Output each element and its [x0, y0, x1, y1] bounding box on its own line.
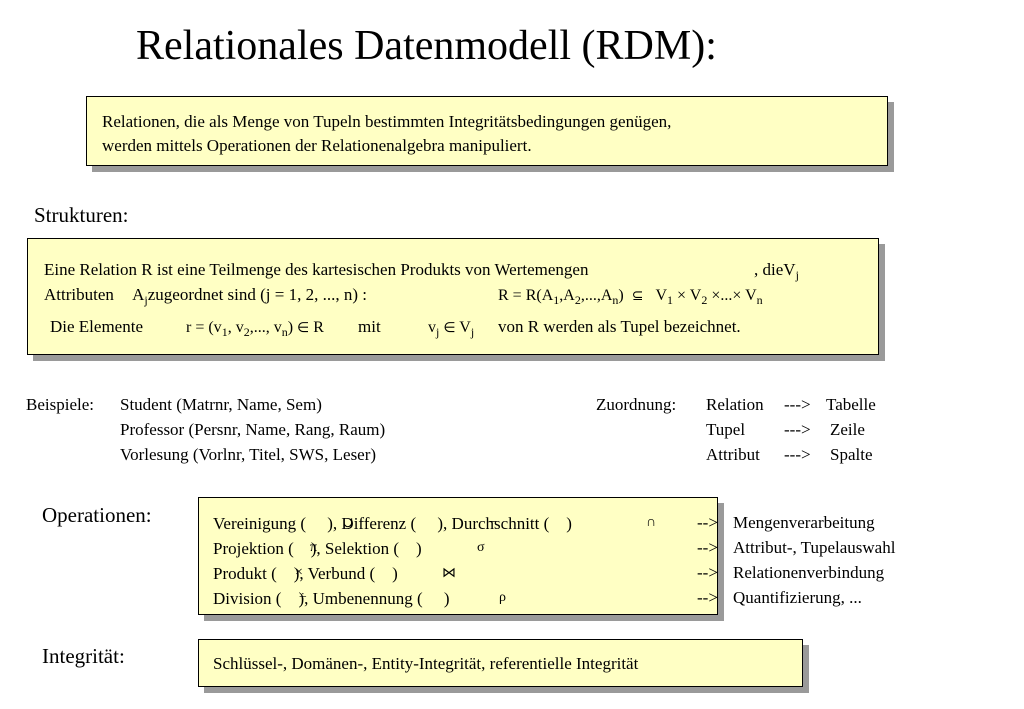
- element-formula: r = (v1, v2,..., vn) ∈ R: [186, 319, 324, 340]
- zuordnung-left: Relation: [706, 395, 764, 414]
- operationen-heading: Operationen:: [42, 503, 152, 527]
- struktur-attributen: Attributen: [44, 285, 114, 304]
- rho-icon: ρ: [499, 590, 506, 605]
- elem-r: r = (v: [186, 319, 222, 336]
- pi-icon: π: [310, 540, 318, 555]
- page-title: Relationales Datenmodell (RDM):: [136, 23, 717, 69]
- elem-R: R: [313, 319, 324, 336]
- join-icon: ⋈: [442, 566, 456, 581]
- op-arrow: -->: [697, 538, 718, 557]
- intersect-icon: ∩: [646, 515, 657, 530]
- op-result: Quantifizierung, ...: [733, 588, 862, 607]
- op-result: Attribut-, Tupelauswahl: [733, 538, 896, 557]
- formula-dots: ,...,A: [580, 287, 613, 304]
- elem-comma: , v: [227, 319, 244, 336]
- formula-vn-sub: n: [756, 293, 763, 307]
- zuordnung-label: Zuordnung:: [596, 395, 677, 414]
- struktur-line-1-text: Eine Relation R ist eine Teilmenge des k…: [44, 260, 589, 279]
- formula-close: ): [618, 287, 624, 304]
- struktur-mit: mit: [358, 317, 381, 336]
- cross-icon: ×: [677, 287, 687, 304]
- struktur-vj: V: [783, 260, 796, 279]
- integritaet-text: Schlüssel-, Domänen-, Entity-Integrität,…: [213, 654, 639, 673]
- element-of-icon: ∈: [443, 321, 456, 336]
- integritaet-heading: Integrität:: [42, 644, 125, 668]
- zuordnung-arrow: --->: [784, 395, 811, 414]
- sigma-icon: σ: [477, 540, 485, 555]
- struktur-aj-sub: j: [144, 293, 148, 307]
- zuordnung-arrow: --->: [784, 445, 811, 464]
- struktur-line-1: Eine Relation R ist eine Teilmenge des k…: [44, 258, 588, 282]
- formula-vn: V: [745, 287, 757, 304]
- minus-icon: −: [489, 515, 497, 530]
- formula-v2: V: [689, 287, 702, 304]
- union-icon: ∪: [342, 516, 354, 531]
- zuordnung-right: Spalte: [830, 445, 873, 464]
- op-arrow: -->: [697, 513, 718, 532]
- op-arrow: -->: [697, 563, 718, 582]
- zuordnung-left: Tupel: [706, 420, 746, 439]
- subset-icon: ⊆: [631, 289, 644, 304]
- op-result: Relationenverbindung: [733, 563, 885, 582]
- vj-sub: j: [436, 325, 440, 339]
- struktur-line-3a: Die Elemente: [50, 317, 143, 336]
- zuordnung-right: Zeile: [830, 420, 865, 439]
- op-arrow: -->: [697, 588, 718, 607]
- op-row-2: Projektion ( ), Selektion ( ): [213, 539, 422, 558]
- vj-v: v: [428, 319, 436, 336]
- vj-formula: vj ∈ Vj: [428, 319, 474, 340]
- struktur-aj: A: [132, 285, 145, 304]
- formula-v1-sub: 1: [667, 293, 673, 307]
- formula-sub-n: n: [612, 293, 619, 307]
- intro-line-1: Relationen, die als Menge von Tupeln bes…: [102, 112, 672, 131]
- beispiele-label: Beispiele:: [26, 395, 94, 414]
- beispiel-item: Student (Matrnr, Name, Sem): [120, 395, 322, 414]
- times-icon: ×: [295, 565, 303, 580]
- element-of-icon: ∈: [297, 321, 310, 336]
- intro-box: Relationen, die als Menge von Tupeln bes…: [86, 96, 888, 166]
- strukturen-heading: Strukturen:: [34, 203, 129, 227]
- operationen-box: Vereinigung ( ), Differenz ( ), Durchsch…: [198, 497, 718, 615]
- cross-icon: ×: [711, 287, 721, 304]
- struktur-die: , die: [754, 260, 784, 279]
- struktur-zugeordnet: zugeordnet sind (j = 1, 2, ..., n) :: [147, 285, 367, 304]
- elem-sub-2: 2: [243, 325, 250, 339]
- zuordnung-arrow: --->: [784, 420, 811, 439]
- integritaet-box: Schlüssel-, Domänen-, Entity-Integrität,…: [198, 639, 803, 687]
- formula-sub-1: 1: [553, 293, 560, 307]
- intro-line-2: werden mittels Operationen der Relatione…: [102, 136, 532, 155]
- op-row-1: Vereinigung ( ), Differenz ( ), Durchsch…: [213, 514, 572, 533]
- struktur-line-3b: von R werden als Tupel bezeichnet.: [498, 317, 741, 336]
- formula-r: R = R(A: [498, 287, 554, 304]
- formula-v1: V: [655, 287, 667, 304]
- vj-V: V: [459, 319, 471, 336]
- formula-ellipsis: ...: [720, 287, 733, 304]
- beispiel-item: Professor (Persnr, Name, Rang, Raum): [120, 420, 386, 439]
- elem-dots: ,..., v: [249, 319, 282, 336]
- struktur-vj-sub: j: [795, 268, 799, 282]
- zuordnung-left: Attribut: [706, 445, 760, 464]
- op-row-4: Division ( ), Umbenennung ( ): [213, 589, 450, 608]
- relation-formula: R = R(A1,A2,...,An) ⊆ V1 × V2 ×...× Vn: [498, 287, 763, 308]
- op-result: Mengenverarbeitung: [733, 513, 875, 532]
- op-row-3: Produkt ( ), Verbund ( ): [213, 564, 398, 583]
- elem-close: ): [287, 319, 294, 336]
- beispiel-item: Vorlesung (Vorlnr, Titel, SWS, Leser): [120, 445, 377, 464]
- elem-sub-n: n: [281, 325, 288, 339]
- formula-sub-2: 2: [574, 293, 581, 307]
- cross-icon: ×: [732, 287, 742, 304]
- division-icon: ÷: [299, 590, 307, 605]
- strukturen-box: Eine Relation R ist eine Teilmenge des k…: [27, 238, 879, 355]
- struktur-line-1b: , dieVj: [754, 258, 799, 287]
- struktur-line-2: Attributen Ajzugeordnet sind (j = 1, 2, …: [44, 283, 367, 312]
- zuordnung-right: Tabelle: [826, 395, 876, 414]
- formula-v2-sub: 2: [701, 293, 708, 307]
- formula-comma: ,A: [559, 287, 575, 304]
- elem-sub-1: 1: [221, 325, 228, 339]
- vj-V-sub: j: [470, 325, 475, 339]
